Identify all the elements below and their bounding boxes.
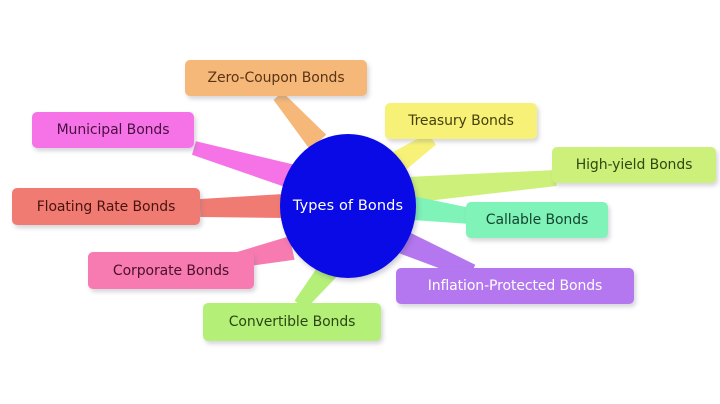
branch-node-callable-bonds[interactable]: Callable Bonds [466,202,608,238]
branch-node-label: Callable Bonds [485,212,589,228]
branch-node-label: Floating Rate Bonds [36,198,176,215]
branch-node-label: Municipal Bonds [56,122,170,138]
branch-node-convertible-bonds[interactable]: Convertible Bonds [203,303,381,341]
connector-callable-bonds [410,196,472,224]
branch-node-label: Convertible Bonds [228,314,356,330]
branch-node-label: Corporate Bonds [112,262,230,279]
connector-floating-rate-bonds [199,194,285,218]
branch-node-label: Inflation-Protected Bonds [427,278,603,294]
branch-node-inflation-protected-bonds[interactable]: Inflation-Protected Bonds [396,268,634,304]
connector-inflation-protected-bonds [393,229,476,280]
branch-node-floating-rate-bonds[interactable]: Floating Rate Bonds [12,188,200,225]
connector-municipal-bonds [192,141,294,188]
center-node-label: Types of Bonds [292,198,404,214]
branch-node-corporate-bonds[interactable]: Corporate Bonds [88,252,254,289]
branch-node-municipal-bonds[interactable]: Municipal Bonds [32,112,194,148]
connector-zero-coupon-bonds [273,92,327,150]
connector-high-yield-bonds [406,170,557,203]
branch-node-zero-coupon-bonds[interactable]: Zero-Coupon Bonds [185,60,367,96]
branch-node-treasury-bonds[interactable]: Treasury Bonds [385,103,537,139]
branch-node-label: Zero-Coupon Bonds [207,70,345,86]
branch-node-label: High-yield Bonds [575,157,693,173]
branch-node-label: Treasury Bonds [408,113,514,129]
center-node[interactable]: Types of Bonds [280,134,416,278]
branch-node-high-yield-bonds[interactable]: High-yield Bonds [552,147,716,183]
